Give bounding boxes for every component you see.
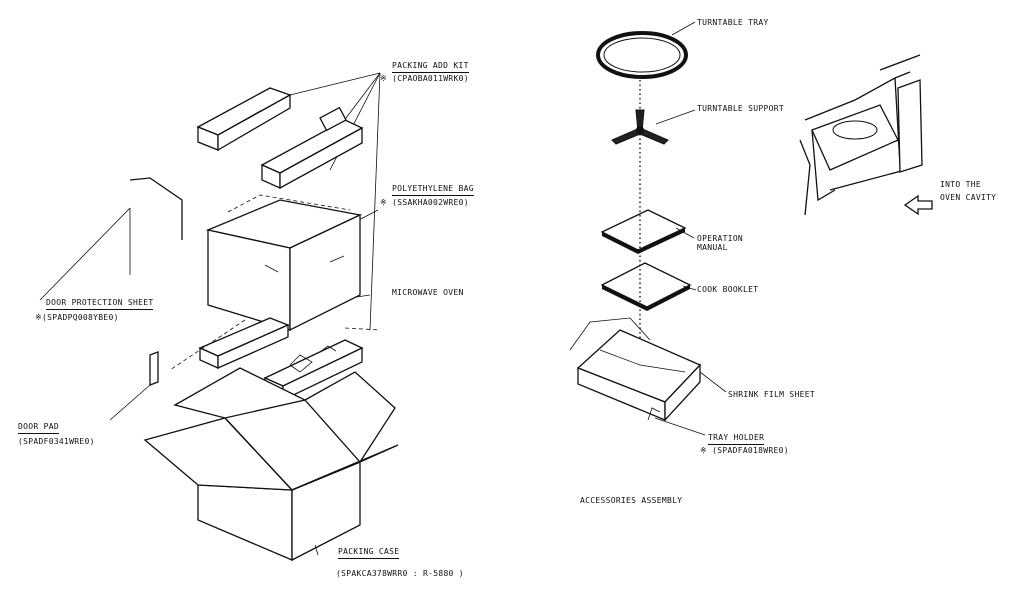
operation-manual [600,209,695,254]
label-door-pad: DOOR PAD [18,422,59,434]
label-cook-booklet: COOK BOOKLET [697,285,759,294]
assembly-guides [169,319,381,371]
label-shrink-film-sheet: SHRINK FILM SHEET [728,390,815,399]
label-door-pad-code: (SPADF0341WRE0) [18,437,95,446]
packing-case [143,367,399,562]
turntable-support [611,109,696,145]
turntable-tray [596,21,696,79]
label-polyethylene-bag-code: ※ (SSAKHA002WRE0) [380,198,469,207]
label-packing-case-code: (SPAKCA378WRR0 : R-5880 ) [336,569,464,578]
label-microwave-oven: MICROWAVE OVEN [392,288,464,297]
into-cavity-arrow-icon [903,194,933,216]
tray-holder [569,317,727,436]
upper-packing-pad [196,87,292,152]
label-packing-case: PACKING CASE [338,547,400,559]
label-door-protection-sheet: DOOR PROTECTION SHEET [46,298,154,310]
label-turntable-tray: TURNTABLE TRAY [697,18,769,27]
door-pad [109,351,159,421]
label-into-oven-line1: INTO THE [940,180,981,189]
lower-packing-pad-top [260,106,364,190]
oven-cavity-view [799,54,923,216]
label-operation-manual-line1: OPERATION [697,234,744,243]
label-polyethylene-bag: POLYETHYLENE BAG [392,184,474,196]
label-tray-holder-code: ※ (SPADFA018WRE0) [700,446,789,455]
cook-booklet [600,262,697,311]
microwave-oven-box [205,194,363,332]
label-packing-add-kit-code: ※ (CPAOBA011WRK0) [380,74,469,83]
packing-add-kit-leaders [289,72,381,331]
label-door-protection-sheet-code: ※(SPADPQ008YBE0) [35,313,119,322]
label-into-oven-line2: OVEN CAVITY [940,193,997,202]
label-tray-holder: TRAY HOLDER [708,433,765,445]
label-packing-add-kit: PACKING ADD KIT [392,61,469,73]
label-operation-manual-line2: MANUAL [697,243,728,252]
label-accessories-assembly: ACCESSORIES ASSEMBLY [580,496,683,505]
door-protection-sheet [39,177,183,301]
label-turntable-support: TURNTABLE SUPPORT [697,104,784,113]
